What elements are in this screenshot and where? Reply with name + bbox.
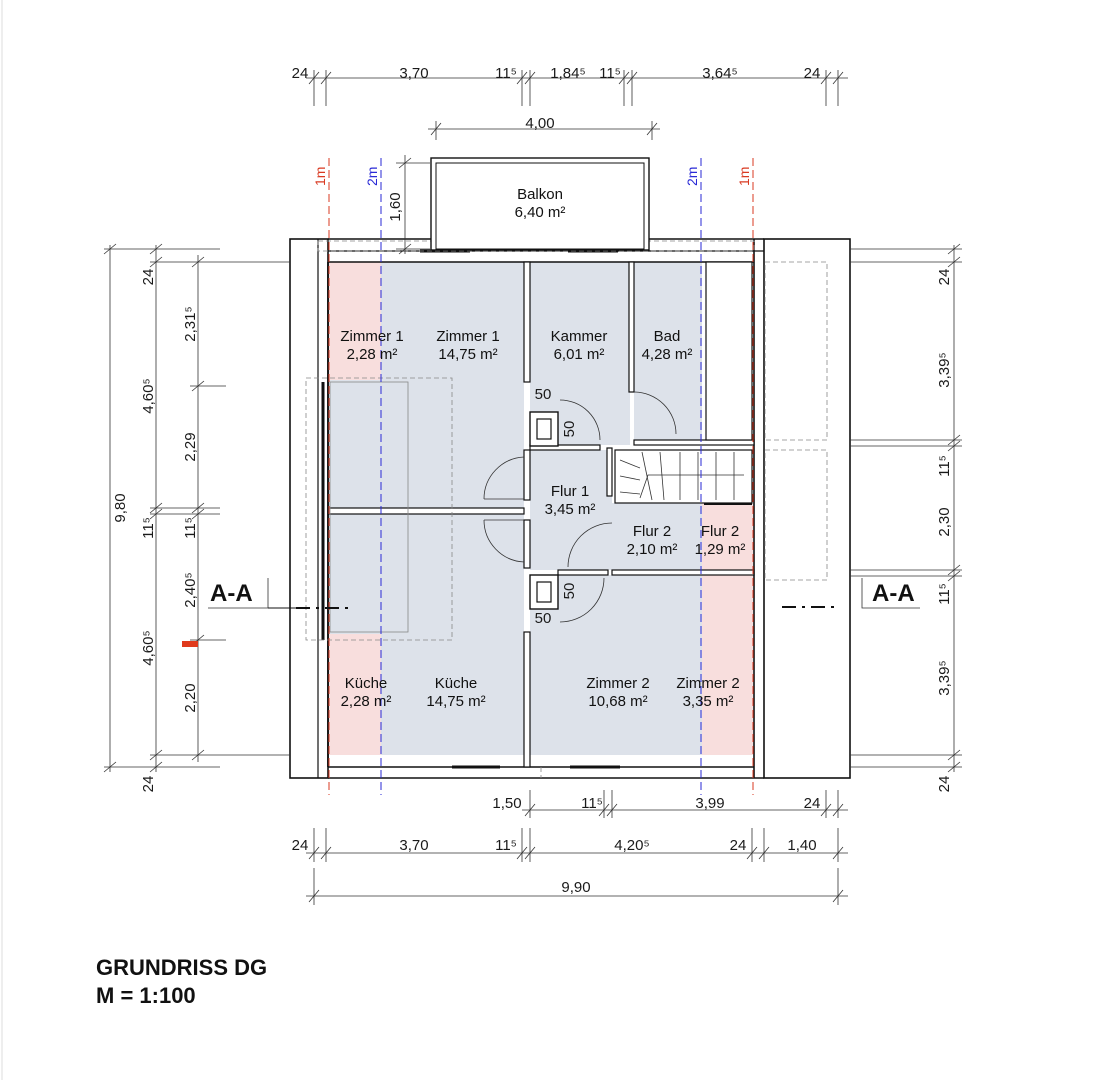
dim-bottom: 24 [730,837,747,854]
room-name-kammer: Kammer [551,328,608,345]
title-block: GRUNDRISS DG M = 1:100 [96,955,267,1008]
dim-left-inner: 2,40⁵ [182,572,199,607]
stair [614,449,753,505]
drawing-title: GRUNDRISS DG [96,955,267,980]
dim-left-inner: 2,31⁵ [182,306,199,341]
height-label-1m: 1m [736,167,752,186]
room-area-balkon: 6,40 m² [515,204,566,221]
dim-top: 24 [804,65,821,82]
dim-total-width: 9,90 [561,879,590,896]
dim-left-inner: 11⁵ [182,517,199,539]
room-area-flur2: 2,10 m² [627,541,678,558]
room-name-flur1: Flur 1 [551,483,589,500]
dim-bottom: 11⁵ [495,837,517,854]
dim-left: 4,60⁵ [140,378,157,413]
room-name-zimmer2-low: Zimmer 2 [676,675,739,692]
dim-total-depth: 9,80 [112,493,129,522]
room-name-zimmer1-low: Zimmer 1 [340,328,403,345]
room-name-kueche-low: Küche [345,675,388,692]
room-area-kueche: 14,75 m² [426,693,485,710]
dim-balkon-width: 4,00 [525,115,554,132]
room-name-balkon: Balkon [517,186,563,203]
room-name-flur2: Flur 2 [633,523,671,540]
walls [289,238,851,779]
dim-right: 11⁵ [936,583,953,605]
height-lines: 1m 2m 2m 1m [312,158,754,795]
section-label-right: A-A [872,580,915,607]
section-label-left: A-A [210,580,253,607]
height-label-1m: 1m [312,167,328,186]
dim-left-inner: 2,29 [182,432,199,461]
room-area-zimmer2: 10,68 m² [588,693,647,710]
dim-top: 1,84⁵ [550,65,585,82]
room-area-zimmer2-low: 3,35 m² [683,693,734,710]
dim-right: 3,39⁵ [936,660,953,695]
room-area-bad: 4,28 m² [642,346,693,363]
drawing-scale: M = 1:100 [96,983,196,1008]
room-name-zimmer2: Zimmer 2 [586,675,649,692]
dim-left-inner: 2,20 [182,683,199,712]
dim-chimney: 50 [561,583,578,600]
room-name-zimmer1: Zimmer 1 [436,328,499,345]
dim-left: 4,60⁵ [140,630,157,665]
door-swings [483,391,677,623]
room-name-kueche: Küche [435,675,478,692]
low-height-flur2 [702,503,753,570]
dim-right: 11⁵ [936,455,953,477]
dim-chimney: 50 [561,421,578,438]
dimension-lines [103,70,962,905]
room-area-zimmer1: 14,75 m² [438,346,497,363]
dim-chimney: 50 [535,610,552,627]
dim-left: 24 [140,776,157,793]
dim-bottom-inner: 11⁵ [581,795,603,812]
dim-bottom: 4,20⁵ [614,837,649,854]
section-marker-left: A-A [208,578,350,609]
dimension-labels: 24 3,70 11⁵ 1,84⁵ 11⁵ 3,64⁵ 24 4,00 1,60… [112,65,953,896]
dim-left: 11⁵ [140,517,157,539]
dim-right: 24 [936,776,953,793]
dim-bottom: 24 [292,837,309,854]
room-labels: Balkon 6,40 m² Zimmer 1 2,28 m² Zimmer 1… [340,186,745,710]
room-area-flur2-low: 1,29 m² [695,541,746,558]
room-area-flur1: 3,45 m² [545,501,596,518]
dim-bottom-inner: 24 [804,795,821,812]
balcony [430,157,650,251]
room-name-flur2-low: Flur 2 [701,523,739,540]
dim-balkon-depth: 1,60 [387,192,404,221]
dim-top: 3,70 [399,65,428,82]
dim-left: 24 [140,269,157,286]
low-height-zimmer1 [329,262,381,380]
dim-top: 3,64⁵ [702,65,737,82]
low-height-zimmer2 [702,575,753,755]
height-label-2m: 2m [684,167,700,186]
dim-right: 3,39⁵ [936,352,953,387]
room-name-bad: Bad [654,328,681,345]
dim-bottom-inner: 1,50 [492,795,521,812]
dim-right: 2,30 [936,507,953,536]
height-label-2m: 2m [364,167,380,186]
room-area-zimmer1-low: 2,28 m² [347,346,398,363]
dim-top: 24 [292,65,309,82]
room-area-kammer: 6,01 m² [554,346,605,363]
dim-bottom: 1,40 [787,837,816,854]
dim-right: 24 [936,269,953,286]
low-height-kueche [329,634,381,755]
dim-bottom-inner: 3,99 [695,795,724,812]
section-marker-right: A-A [782,578,920,609]
dim-bottom: 3,70 [399,837,428,854]
room-area-kueche-low: 2,28 m² [341,693,392,710]
dim-top: 11⁵ [599,65,621,82]
dim-top: 11⁵ [495,65,517,82]
dim-chimney: 50 [535,386,552,403]
